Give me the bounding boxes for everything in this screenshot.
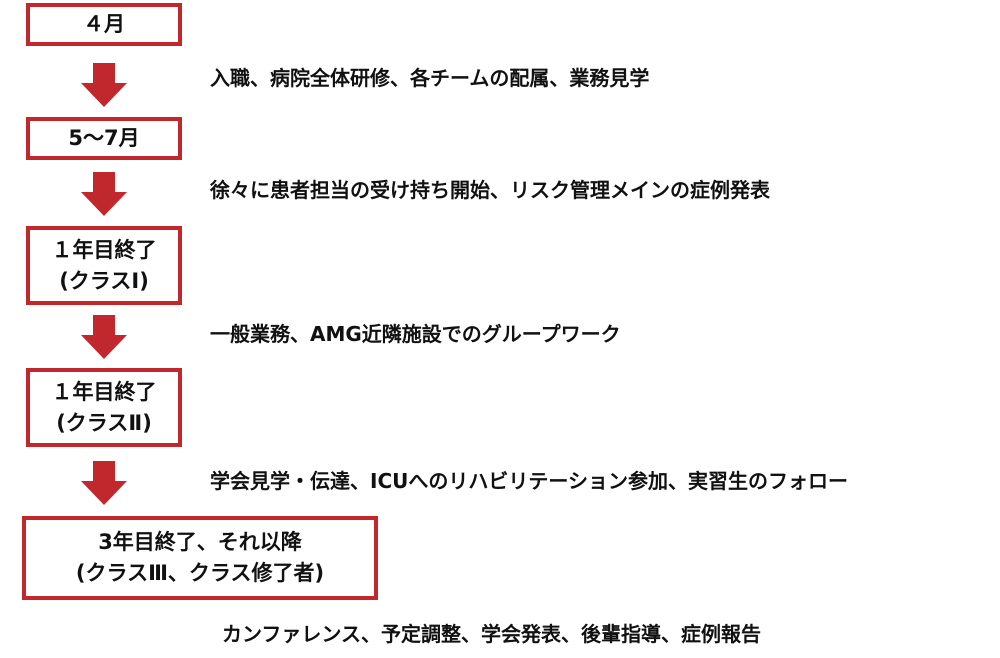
stage-label: 5～7月 xyxy=(68,126,140,150)
stage-box-year1-class1: １年目終了 (クラスⅠ) xyxy=(26,226,182,305)
stage-description: 一般業務、AMG近隣施設でのグループワーク xyxy=(210,322,621,346)
stage-label: １年目終了 xyxy=(51,237,157,262)
stage-sublabel: (クラスⅡ) xyxy=(56,410,152,435)
stage-sublabel: (クラスⅠ) xyxy=(59,268,149,293)
stage-box-april: ４月 xyxy=(26,3,182,46)
stage-description: 入職、病院全体研修、各チームの配属、業務見学 xyxy=(210,66,650,90)
down-arrow-icon xyxy=(81,315,127,359)
down-arrow-icon xyxy=(81,172,127,216)
stage-label: １年目終了 xyxy=(51,379,157,404)
stage-label: ４月 xyxy=(83,12,125,36)
stage-description: 学会見学・伝達、ICUへのリハビリテーション参加、実習生のフォロー xyxy=(210,469,848,493)
down-arrow-icon xyxy=(81,461,127,505)
down-arrow-icon xyxy=(81,63,127,107)
stage-box-year1-class2: １年目終了 (クラスⅡ) xyxy=(26,368,182,447)
stage-description: 徐々に患者担当の受け持ち開始、リスク管理メインの症例発表 xyxy=(210,178,770,202)
stage-description: カンファレンス、予定調整、学会発表、後輩指導、症例報告 xyxy=(222,622,761,646)
stage-label: 3年目終了、それ以降 xyxy=(98,530,302,554)
stage-box-may-july: 5～7月 xyxy=(26,117,182,160)
stage-box-year3-onward: 3年目終了、それ以降 (クラスⅢ、クラス修了者) xyxy=(22,516,378,600)
stage-sublabel: (クラスⅢ、クラス修了者) xyxy=(75,561,325,585)
